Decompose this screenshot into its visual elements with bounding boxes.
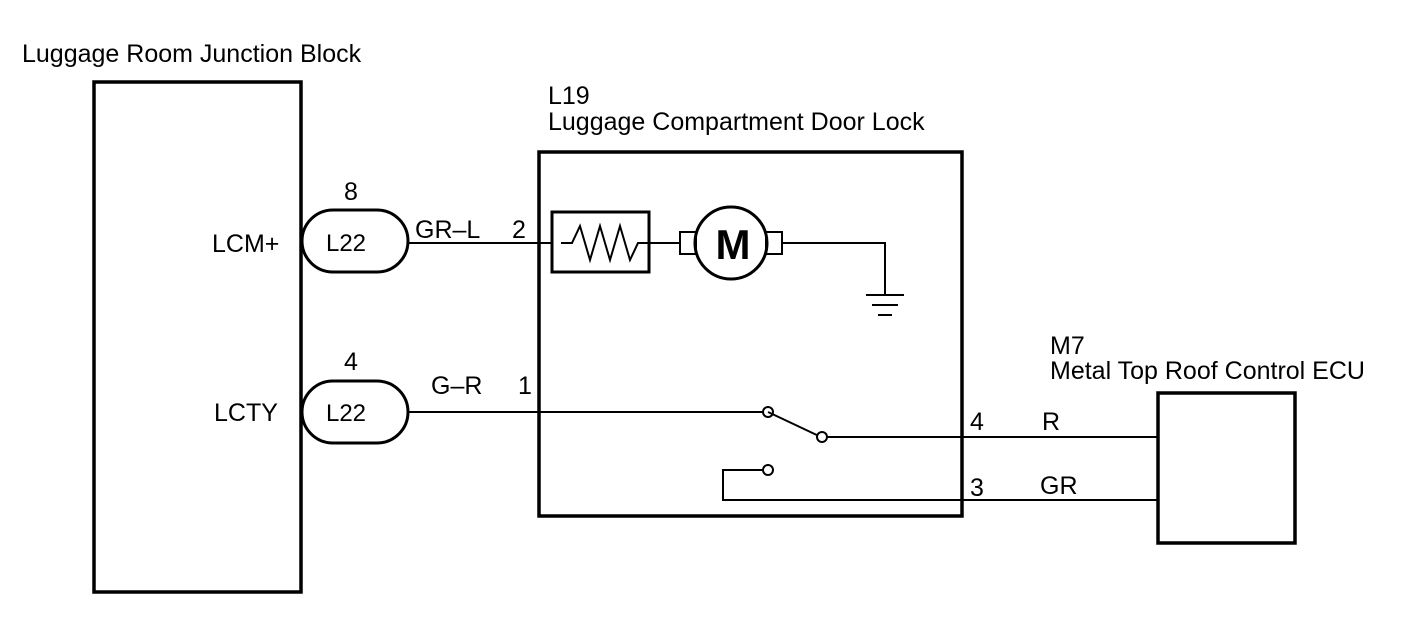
connector-l22-top: [300, 208, 410, 274]
door-lock-box: [537, 150, 964, 518]
wire-motor-ground: [782, 242, 886, 295]
wire-r-label: R: [1042, 408, 1060, 436]
ground-icon: [866, 294, 904, 316]
pin-3-label: 3: [970, 474, 984, 502]
terminal-lcm-plus-label: LCM+: [212, 230, 279, 258]
motor-symbol: M: [716, 221, 751, 268]
junction-block-box: [92, 80, 303, 594]
switch-icon: [762, 406, 828, 476]
wire-gr-ecu-label: GR: [1040, 472, 1078, 500]
junction-block-title: Luggage Room Junction Block: [22, 40, 362, 68]
roof-ecu-box: [1156, 391, 1297, 545]
pin-4-label: 4: [344, 348, 358, 376]
pin-4-door-label: 4: [970, 408, 984, 436]
pin-8-label: 8: [344, 178, 358, 206]
resistor-icon: [561, 222, 649, 264]
door-lock-title: Luggage Compartment Door Lock: [548, 108, 925, 136]
connector-l22-top-label: L22: [326, 230, 366, 257]
terminal-lcty-label: LCTY: [214, 399, 278, 427]
connector-l22-bottom-label: L22: [326, 400, 366, 427]
pin-2-label: 2: [512, 216, 526, 244]
door-lock-code: L19: [548, 82, 590, 110]
roof-ecu-title: Metal Top Roof Control ECU: [1050, 357, 1365, 385]
wire-gr-l-label: GR–L: [415, 216, 480, 244]
wire-gr: [722, 469, 1158, 501]
pin-1-label: 1: [518, 372, 532, 400]
wire-g-r-label: G–R: [431, 372, 482, 400]
roof-ecu-code: M7: [1050, 332, 1085, 360]
